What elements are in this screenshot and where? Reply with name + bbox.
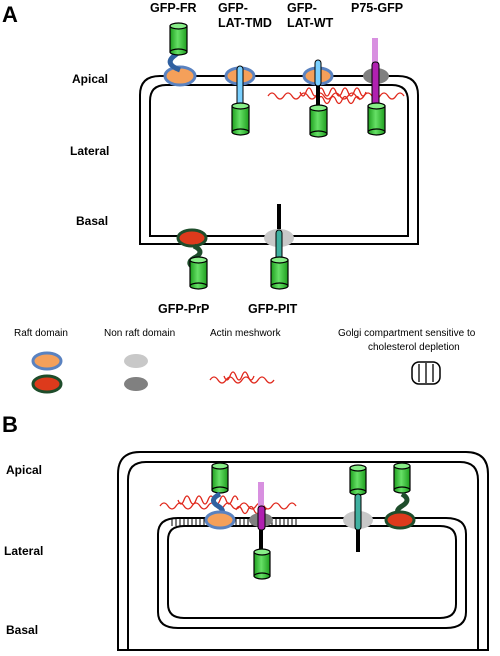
construct-p75-gfp-b [249,482,273,580]
gfp-barrel-icon [231,102,250,136]
gfp-barrel-icon [349,464,367,496]
construct-gfp-lat-tmd [224,65,256,136]
construct-gfp-prp [176,228,208,290]
actin-meshwork-a [267,87,405,105]
gfp-barrel-icon [367,102,386,136]
gfp-barrel-icon [270,256,289,290]
construct-labels-top: GFP-FR GFP- LAT-TMD GFP- LAT-WT P75-GFP [150,1,403,30]
cell-membrane-a [139,75,419,245]
raft-domain-icon [176,228,208,248]
construct-p75-gfp [363,38,389,136]
region-label-lateral-b: Lateral [4,544,43,558]
label-gfp-fr: GFP-FR [150,1,197,15]
construct-gfp-prp-b [384,462,416,530]
label-p75-gfp: P75-GFP [351,1,403,15]
gfp-barrel-icon [253,548,271,580]
raft-domain-icon [384,510,416,530]
legend-nonraft-label: Non raft domain [104,328,175,339]
actin-meshwork-b [159,495,297,515]
construct-gfp-pit [264,204,294,290]
construct-gfp-fr [163,22,197,87]
region-label-apical-b: Apical [6,463,42,477]
region-label-basal-b: Basal [6,623,38,637]
raft-domain-dark-icon [31,374,63,394]
legend: Raft domain Non raft domain Actin meshwo… [14,328,476,394]
label-gfp-lat-wt-line1: GFP- [287,1,317,15]
raft-domain-blue-icon [31,351,63,371]
gfp-barrel-icon [189,256,208,290]
legend-actin-label: Actin meshwork [210,328,282,339]
construct-gfp-pit-b [343,464,373,552]
legend-golgi-label-line1: Golgi compartment sensitive to [338,328,476,339]
gfp-barrel-icon [211,462,229,494]
gfp-barrel-icon [169,22,188,56]
golgi-compartment-b [157,517,467,629]
region-label-basal-a: Basal [76,214,108,228]
non-raft-dark-icon [124,377,148,391]
cell-membrane-b [117,451,489,651]
region-label-lateral-a: Lateral [70,144,109,158]
gfp-barrel-icon [309,104,328,138]
label-gfp-prp: GFP-PrP [158,302,209,316]
construct-gfp-fr-b [204,462,236,530]
raft-domain-icon [163,65,197,87]
non-raft-light-icon [124,354,148,368]
legend-golgi-label-line2: cholesterol depletion [368,342,460,353]
panel-a-letter: A [2,2,18,27]
label-gfp-lat-tmd-line2: LAT-TMD [218,16,272,30]
label-gfp-lat-wt-line2: LAT-WT [287,16,334,30]
label-gfp-pit: GFP-PIT [248,302,298,316]
region-label-apical-a: Apical [72,72,108,86]
panel-b-letter: B [2,412,18,437]
label-gfp-lat-tmd-line1: GFP- [218,1,248,15]
raft-domain-icon [204,510,236,530]
actin-meshwork-icon [209,371,275,384]
construct-gfp-lat-wt [302,59,334,138]
legend-raft-label: Raft domain [14,328,68,339]
gfp-barrel-icon [393,462,411,494]
golgi-compartment-icon [411,361,441,385]
